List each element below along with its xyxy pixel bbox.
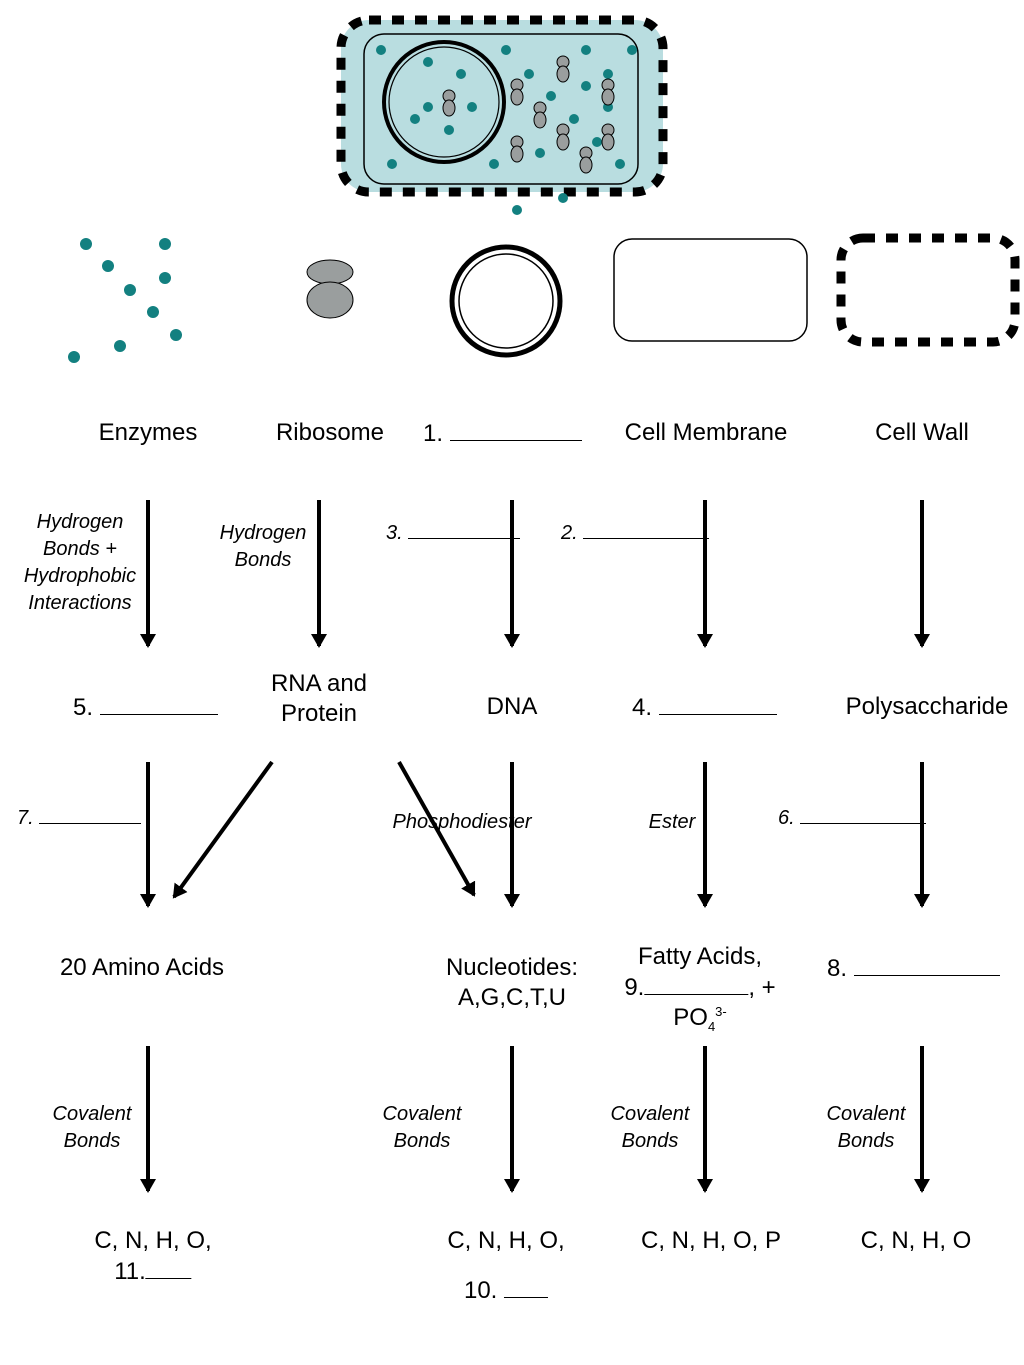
label-dna: DNA	[486, 693, 538, 720]
question-7[interactable]: 7.	[17, 805, 142, 832]
answer-blank-7[interactable]	[39, 805, 142, 824]
cell-ribosome	[533, 101, 547, 129]
elements-carbohydrate: C, N, H, O	[860, 1227, 972, 1254]
cell-enzyme-dot	[444, 125, 454, 135]
label-cell-wall: Cell Wall	[875, 419, 969, 446]
question-9[interactable]: 9., +	[624, 972, 776, 1001]
arrow-rna-protein-to-nucleotides	[397, 761, 476, 897]
answer-blank-3[interactable]	[408, 520, 521, 539]
cell-enzyme-dot	[456, 69, 466, 79]
cell-ribosome	[510, 78, 524, 106]
question-1[interactable]: 1.	[423, 418, 582, 449]
enzyme-dot	[147, 306, 159, 318]
label-rna-and-protein: RNA and Protein	[270, 670, 368, 727]
answer-blank-1[interactable]	[449, 418, 582, 441]
cell-enzyme-dot	[467, 102, 477, 112]
cell-ribosome	[442, 89, 456, 117]
enzyme-dot	[80, 238, 92, 250]
bond-label-ester: Ester	[648, 811, 696, 833]
bond-label-covalent-3: Covalent Bonds	[610, 1103, 690, 1152]
question-11[interactable]: 11.	[94, 1256, 211, 1287]
label-nucleotides: Nucleotides: A,G,C,T,U	[445, 954, 579, 1011]
cell-enzyme-dot	[581, 81, 591, 91]
cell-enzyme-dot	[546, 91, 556, 101]
cell-membrane-icon	[613, 238, 808, 342]
enzyme-dot	[114, 340, 126, 352]
elements-lipid: C, N, H, O, P	[640, 1227, 782, 1254]
label-amino-acids: 20 Amino Acids	[59, 954, 225, 981]
nucleoid-inner	[388, 46, 500, 158]
cell-enzyme-dot	[410, 114, 420, 124]
cell-enzyme-dot	[387, 159, 397, 169]
cell-enzyme-dot	[501, 45, 511, 55]
label-enzymes: Enzymes	[98, 419, 198, 446]
cell-wall-icon	[836, 233, 1020, 347]
answer-blank-4[interactable]	[658, 692, 777, 715]
label-cell-membrane: Cell Membrane	[624, 419, 788, 446]
cell-enzyme-dot	[512, 205, 522, 215]
cell-ribosome	[510, 135, 524, 163]
enzyme-dot	[170, 329, 182, 341]
cell-enzyme-dots	[376, 45, 637, 215]
cell-enzyme-dot	[569, 114, 579, 124]
answer-blank-11[interactable]	[145, 1256, 192, 1279]
answer-blank-5[interactable]	[99, 692, 218, 715]
bond-label-enzymes: Hydrogen Bonds + Hydrophobic Interaction…	[23, 511, 137, 614]
answer-blank-9[interactable]	[644, 972, 749, 995]
answer-blank-6[interactable]	[800, 805, 927, 824]
arrow-rna-protein-to-amino	[172, 760, 274, 899]
bond-label-ribosome: Hydrogen Bonds	[219, 522, 307, 571]
question-4[interactable]: 4.	[632, 692, 777, 723]
answer-blank-10[interactable]	[504, 1275, 549, 1298]
question-3[interactable]: 3.	[386, 520, 521, 547]
bond-label-covalent-4: Covalent Bonds	[826, 1103, 906, 1152]
enzyme-dot	[159, 238, 171, 250]
enzyme-dot	[124, 284, 136, 296]
cell-enzyme-dot	[581, 45, 591, 55]
cell-enzyme-dot	[535, 148, 545, 158]
dna-ring-icon	[449, 244, 563, 358]
cell-enzyme-dot	[615, 159, 625, 169]
cell-enzyme-dot	[592, 137, 602, 147]
cell-enzyme-dot	[603, 69, 613, 79]
cell-membrane-outline	[363, 33, 639, 185]
answer-blank-8[interactable]	[853, 953, 1000, 976]
enzyme-dot	[102, 260, 114, 272]
answer-blank-2[interactable]	[583, 520, 710, 539]
cell-ribosome	[579, 146, 593, 174]
elements-protein: C, N, H, O, 11.	[94, 1227, 212, 1287]
elements-nucleic-acid: C, N, H, O,	[447, 1227, 565, 1254]
label-ribosome: Ribosome	[275, 419, 385, 446]
bond-label-covalent-2: Covalent Bonds	[382, 1103, 462, 1152]
question-10[interactable]: 10.	[464, 1275, 549, 1306]
label-fatty-acids: Fatty Acids, 9., + PO43-	[624, 943, 776, 1034]
question-5[interactable]: 5.	[73, 692, 218, 723]
enzyme-dot	[159, 272, 171, 284]
cell-enzyme-dot	[423, 57, 433, 67]
cell-enzyme-dot	[558, 193, 568, 203]
label-polysaccharide: Polysaccharide	[845, 693, 1009, 720]
question-2[interactable]: 2.	[561, 520, 710, 547]
nucleoid-outer	[382, 40, 506, 164]
cell-enzyme-dot	[423, 102, 433, 112]
cell-ribosome	[601, 78, 615, 106]
ribosome-icon	[306, 259, 354, 319]
enzyme-dot	[68, 351, 80, 363]
cell-enzyme-dot	[524, 69, 534, 79]
cell-enzyme-dot	[627, 45, 637, 55]
cell-enzyme-dot	[376, 45, 386, 55]
phosphate-label: PO43-	[673, 1004, 727, 1034]
arrows	[140, 500, 930, 1193]
enzyme-icon	[68, 238, 182, 363]
cell-ribosome	[556, 123, 570, 151]
question-8[interactable]: 8.	[827, 953, 1000, 984]
cell-ribosome	[601, 123, 615, 151]
bond-label-covalent-1: Covalent Bonds	[52, 1103, 132, 1152]
cell-ribosome	[556, 55, 570, 83]
question-6[interactable]: 6.	[778, 805, 927, 832]
bond-label-phosphodiester: Phosphodiester	[392, 811, 532, 833]
bacterial-cell-illustration	[336, 15, 668, 215]
cell-enzyme-dot	[489, 159, 499, 169]
